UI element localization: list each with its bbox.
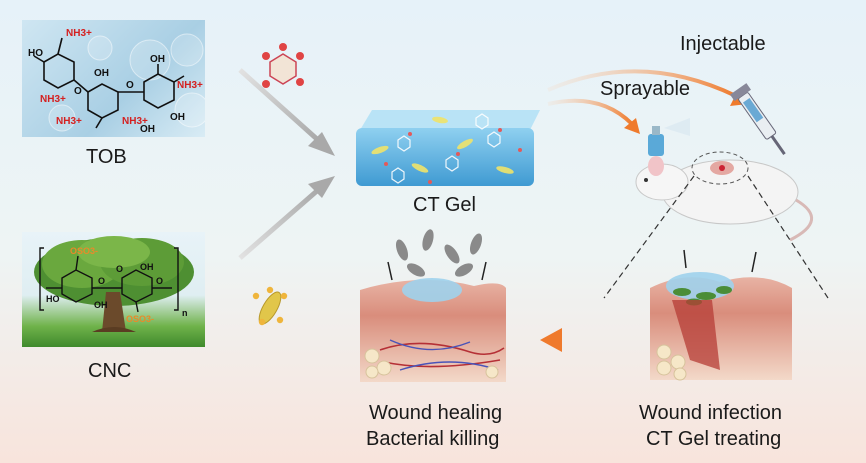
tree-icon	[34, 236, 194, 332]
arrow-cnc-to-gel	[238, 176, 335, 260]
cnc-group-label: O	[156, 276, 163, 286]
syringe-icon	[730, 83, 786, 155]
cnc-group-label: n	[182, 308, 188, 318]
tob-group-label: OH	[170, 112, 185, 123]
tob-molecule-icon	[262, 43, 304, 88]
mouse-icon	[635, 151, 814, 242]
cnc-group-label: OSO3-	[70, 246, 98, 256]
cnc-label: CNC	[88, 360, 132, 382]
bacterial-killing-label: Bacterial killing	[366, 428, 500, 450]
tob-group-label: O	[126, 80, 134, 91]
cnc-tree-diagram: OSO3- HO O OH OH O O OSO3- n	[34, 236, 194, 332]
cnc-group-label: O	[116, 264, 123, 274]
tob-group-label: NH3+	[122, 116, 148, 127]
projection-lines	[603, 175, 829, 299]
tob-group-label: O	[74, 86, 82, 97]
tob-group-label: OH	[150, 54, 165, 65]
arrow-to-spray	[547, 98, 640, 134]
infected-skin-block	[650, 249, 792, 381]
tob-group-label: HO	[28, 48, 43, 59]
tob-group-label: NH3+	[40, 94, 66, 105]
ct-gel-block	[356, 110, 540, 186]
spray-bottle-icon	[648, 118, 690, 156]
tob-structure-diagram: HO NH3+ OH NH3+ O OH NH3+ NH3+ NH3+ OH O…	[28, 28, 205, 135]
wound-infection-label: Wound infection	[639, 402, 783, 424]
cnc-panel: OSO3- HO O OH OH O O OSO3- n	[22, 232, 205, 347]
arrow-tob-to-gel	[238, 68, 335, 156]
cnc-group-label: O	[98, 276, 105, 286]
healed-skin-block	[360, 229, 506, 382]
ct-gel-treating-label: CT Gel treating	[646, 428, 782, 450]
tob-group-label: NH3+	[66, 28, 92, 39]
tob-group-label: OH	[94, 68, 109, 79]
cnc-group-label: OSO3-	[126, 314, 154, 324]
cnc-group-label: OH	[140, 262, 154, 272]
cnc-group-label: OH	[94, 300, 108, 310]
tob-group-label: NH3+	[56, 116, 82, 127]
tob-group-label: OH	[140, 124, 155, 135]
cnc-group-label: HO	[46, 294, 60, 304]
ct-gel-label: CT Gel	[413, 194, 476, 216]
arrow-treatment-to-healing	[540, 328, 606, 352]
tob-group-label: NH3+	[177, 80, 203, 91]
injectable-label: Injectable	[680, 33, 766, 55]
cnc-nanocrystal-icon	[252, 286, 288, 326]
wound-healing-label: Wound healing	[369, 402, 503, 424]
tob-label: TOB	[86, 146, 127, 168]
tob-panel: HO NH3+ OH NH3+ O OH NH3+ NH3+ NH3+ OH O…	[22, 20, 205, 137]
sprayable-label: Sprayable	[600, 78, 691, 100]
